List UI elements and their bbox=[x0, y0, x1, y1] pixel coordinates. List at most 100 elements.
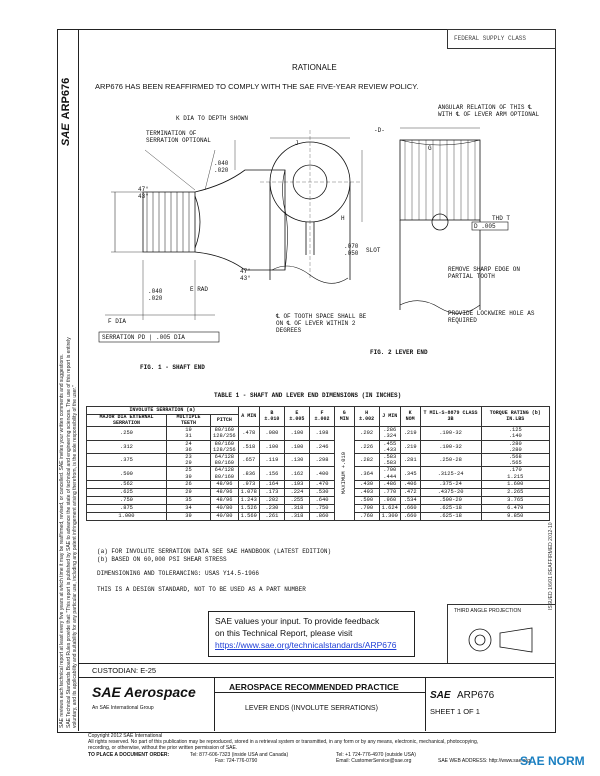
table-title: TABLE 1 - SHAFT AND LEVER END DIMENSIONS… bbox=[214, 392, 402, 399]
col-teeth: MULTIPLE TEETH bbox=[165, 413, 212, 428]
feedback-line2: on this Technical Report, please visit bbox=[215, 628, 353, 638]
cell-torque: 2.265 bbox=[480, 487, 551, 497]
cell-b: .119 bbox=[258, 452, 285, 468]
note-b: (b) BASED ON 60,000 PSI SHEAR STRESS bbox=[97, 556, 227, 563]
fig1-d040b: .040 bbox=[148, 288, 163, 295]
rationale-title: RATIONALE bbox=[292, 63, 337, 72]
cell-f: .198 bbox=[308, 426, 336, 441]
cell-e: .224 bbox=[283, 487, 310, 497]
feedback-box: SAE values your input. To provide feedba… bbox=[208, 611, 415, 657]
fig1-d040: .040 bbox=[214, 160, 229, 167]
col-j: J MIN bbox=[378, 405, 401, 428]
cell-torque: .280.280 bbox=[480, 439, 551, 455]
cell-t: .625-18 bbox=[419, 511, 482, 521]
fed-class-box: FEDERAL SUPPLY CLASS bbox=[447, 29, 556, 49]
cell-h: .493 bbox=[353, 487, 380, 497]
cell-b: .100 bbox=[258, 439, 285, 455]
cell-e: .255 bbox=[283, 495, 310, 505]
fig1-termination: TERMINATION OF SERRATION OPTIONAL bbox=[146, 130, 211, 144]
cell-b: .164 bbox=[258, 479, 285, 489]
fig2-d-ref: -D- bbox=[374, 127, 385, 134]
cell-j: .770 bbox=[378, 487, 401, 497]
feedback-link[interactable]: https://www.sae.org/technicalstandards/A… bbox=[215, 640, 397, 650]
order-label: TO PLACE A DOCUMENT ORDER: bbox=[88, 752, 170, 758]
cell-t: .375-24 bbox=[419, 479, 482, 489]
rationale-text: ARP676 HAS BEEN REAFFIRMED TO COMPLY WIT… bbox=[95, 82, 419, 91]
page-frame bbox=[57, 29, 556, 733]
order-fax: Fax: 724-776-0790 bbox=[215, 758, 258, 764]
fig1-d020: .020 bbox=[214, 167, 229, 174]
cell-h: .700 bbox=[353, 503, 380, 513]
fig1-d020b: .020 bbox=[148, 295, 163, 302]
cell-k: .660 bbox=[399, 503, 421, 513]
titleblock-number: ARP676 bbox=[457, 690, 495, 701]
cell-j: .486 bbox=[378, 479, 401, 489]
col-t: T MIL-S-8879 CLASS 3B bbox=[419, 405, 482, 428]
sae-norm-watermark: SAE NORM bbox=[520, 754, 585, 768]
titleblock-sae: SAE bbox=[430, 690, 451, 701]
titleblock-sheet: SHEET 1 OF 1 bbox=[430, 707, 480, 716]
cell-f: .530 bbox=[308, 487, 336, 497]
fig2-ang43: 43° bbox=[240, 275, 251, 282]
fig1-ang47: 47° bbox=[138, 186, 149, 193]
cell-e: .100 bbox=[283, 426, 310, 441]
fed-class-label: FEDERAL SUPPLY CLASS bbox=[454, 35, 527, 42]
cell-h: .202 bbox=[353, 426, 380, 441]
cell-e: .318 bbox=[283, 511, 310, 521]
cell-e: .318 bbox=[283, 503, 310, 513]
fig1-e-rad: E RAD bbox=[190, 286, 209, 293]
cell-pitch: 48/96 bbox=[210, 479, 239, 489]
cell-major-dia: .312 bbox=[86, 439, 167, 455]
fig1-ang43: 43° bbox=[138, 193, 149, 200]
cell-j: .960 bbox=[378, 495, 401, 505]
cell-torque: 6.479 bbox=[480, 503, 551, 513]
cell-teeth: 29 bbox=[165, 487, 212, 497]
fig1-k-dia: K DIA TO DEPTH SHOWN bbox=[176, 115, 249, 122]
cell-b: .080 bbox=[258, 426, 285, 441]
cell-f: .400 bbox=[308, 466, 336, 481]
cell-b: .230 bbox=[258, 503, 285, 513]
cell-teeth: 39 bbox=[165, 511, 212, 521]
projection-box: THIRD ANGLE PROJECTION bbox=[447, 604, 556, 664]
cell-pitch: 40/80 bbox=[210, 511, 239, 521]
cell-major-dia: .625 bbox=[86, 487, 167, 497]
cell-e: .162 bbox=[283, 466, 310, 481]
note-design-standard: THIS IS A DESIGN STANDARD, NOT TO BE USE… bbox=[97, 586, 306, 593]
cell-k: .219 bbox=[399, 426, 421, 441]
cell-major-dia: .375 bbox=[86, 452, 167, 468]
cell-g-note: MAXIMUM +.010 bbox=[334, 426, 355, 521]
cell-a: .518 bbox=[237, 439, 260, 455]
cell-a: .478 bbox=[237, 426, 260, 441]
cell-major-dia: .875 bbox=[86, 503, 167, 513]
custodian: CUSTODIAN: E-25 bbox=[92, 666, 157, 675]
fig1-shaft-body bbox=[142, 191, 196, 253]
cell-t: .500-20 bbox=[419, 495, 482, 505]
copyright-line2: All rights reserved. No part of this pub… bbox=[88, 739, 479, 745]
cell-h: .226 bbox=[353, 439, 380, 455]
cell-k: .660 bbox=[399, 511, 421, 521]
cell-f: .860 bbox=[308, 511, 336, 521]
fig2-slot: SLOT bbox=[366, 247, 381, 254]
cell-a: 1.243 bbox=[237, 495, 260, 505]
brand-subtitle: An SAE International Group bbox=[92, 705, 154, 711]
order-email: Email: CustomerService@sae.org bbox=[336, 758, 412, 764]
projection-label: THIRD ANGLE PROJECTION bbox=[454, 608, 521, 614]
cell-f: .750 bbox=[308, 503, 336, 513]
projection-symbol bbox=[468, 627, 533, 653]
cell-k: .345 bbox=[399, 466, 421, 481]
note-a: (a) FOR INVOLUTE SERRATION DATA SEE SAE … bbox=[97, 548, 332, 555]
col-b: B ±.010 bbox=[258, 405, 285, 428]
cell-f: .470 bbox=[308, 479, 336, 489]
cell-k: .219 bbox=[399, 439, 421, 455]
copyright-line1: Copyright 2012 SAE International bbox=[88, 733, 163, 739]
cell-pitch: 40/80 bbox=[210, 503, 239, 513]
fig2-slot-b: .050 bbox=[344, 250, 359, 257]
